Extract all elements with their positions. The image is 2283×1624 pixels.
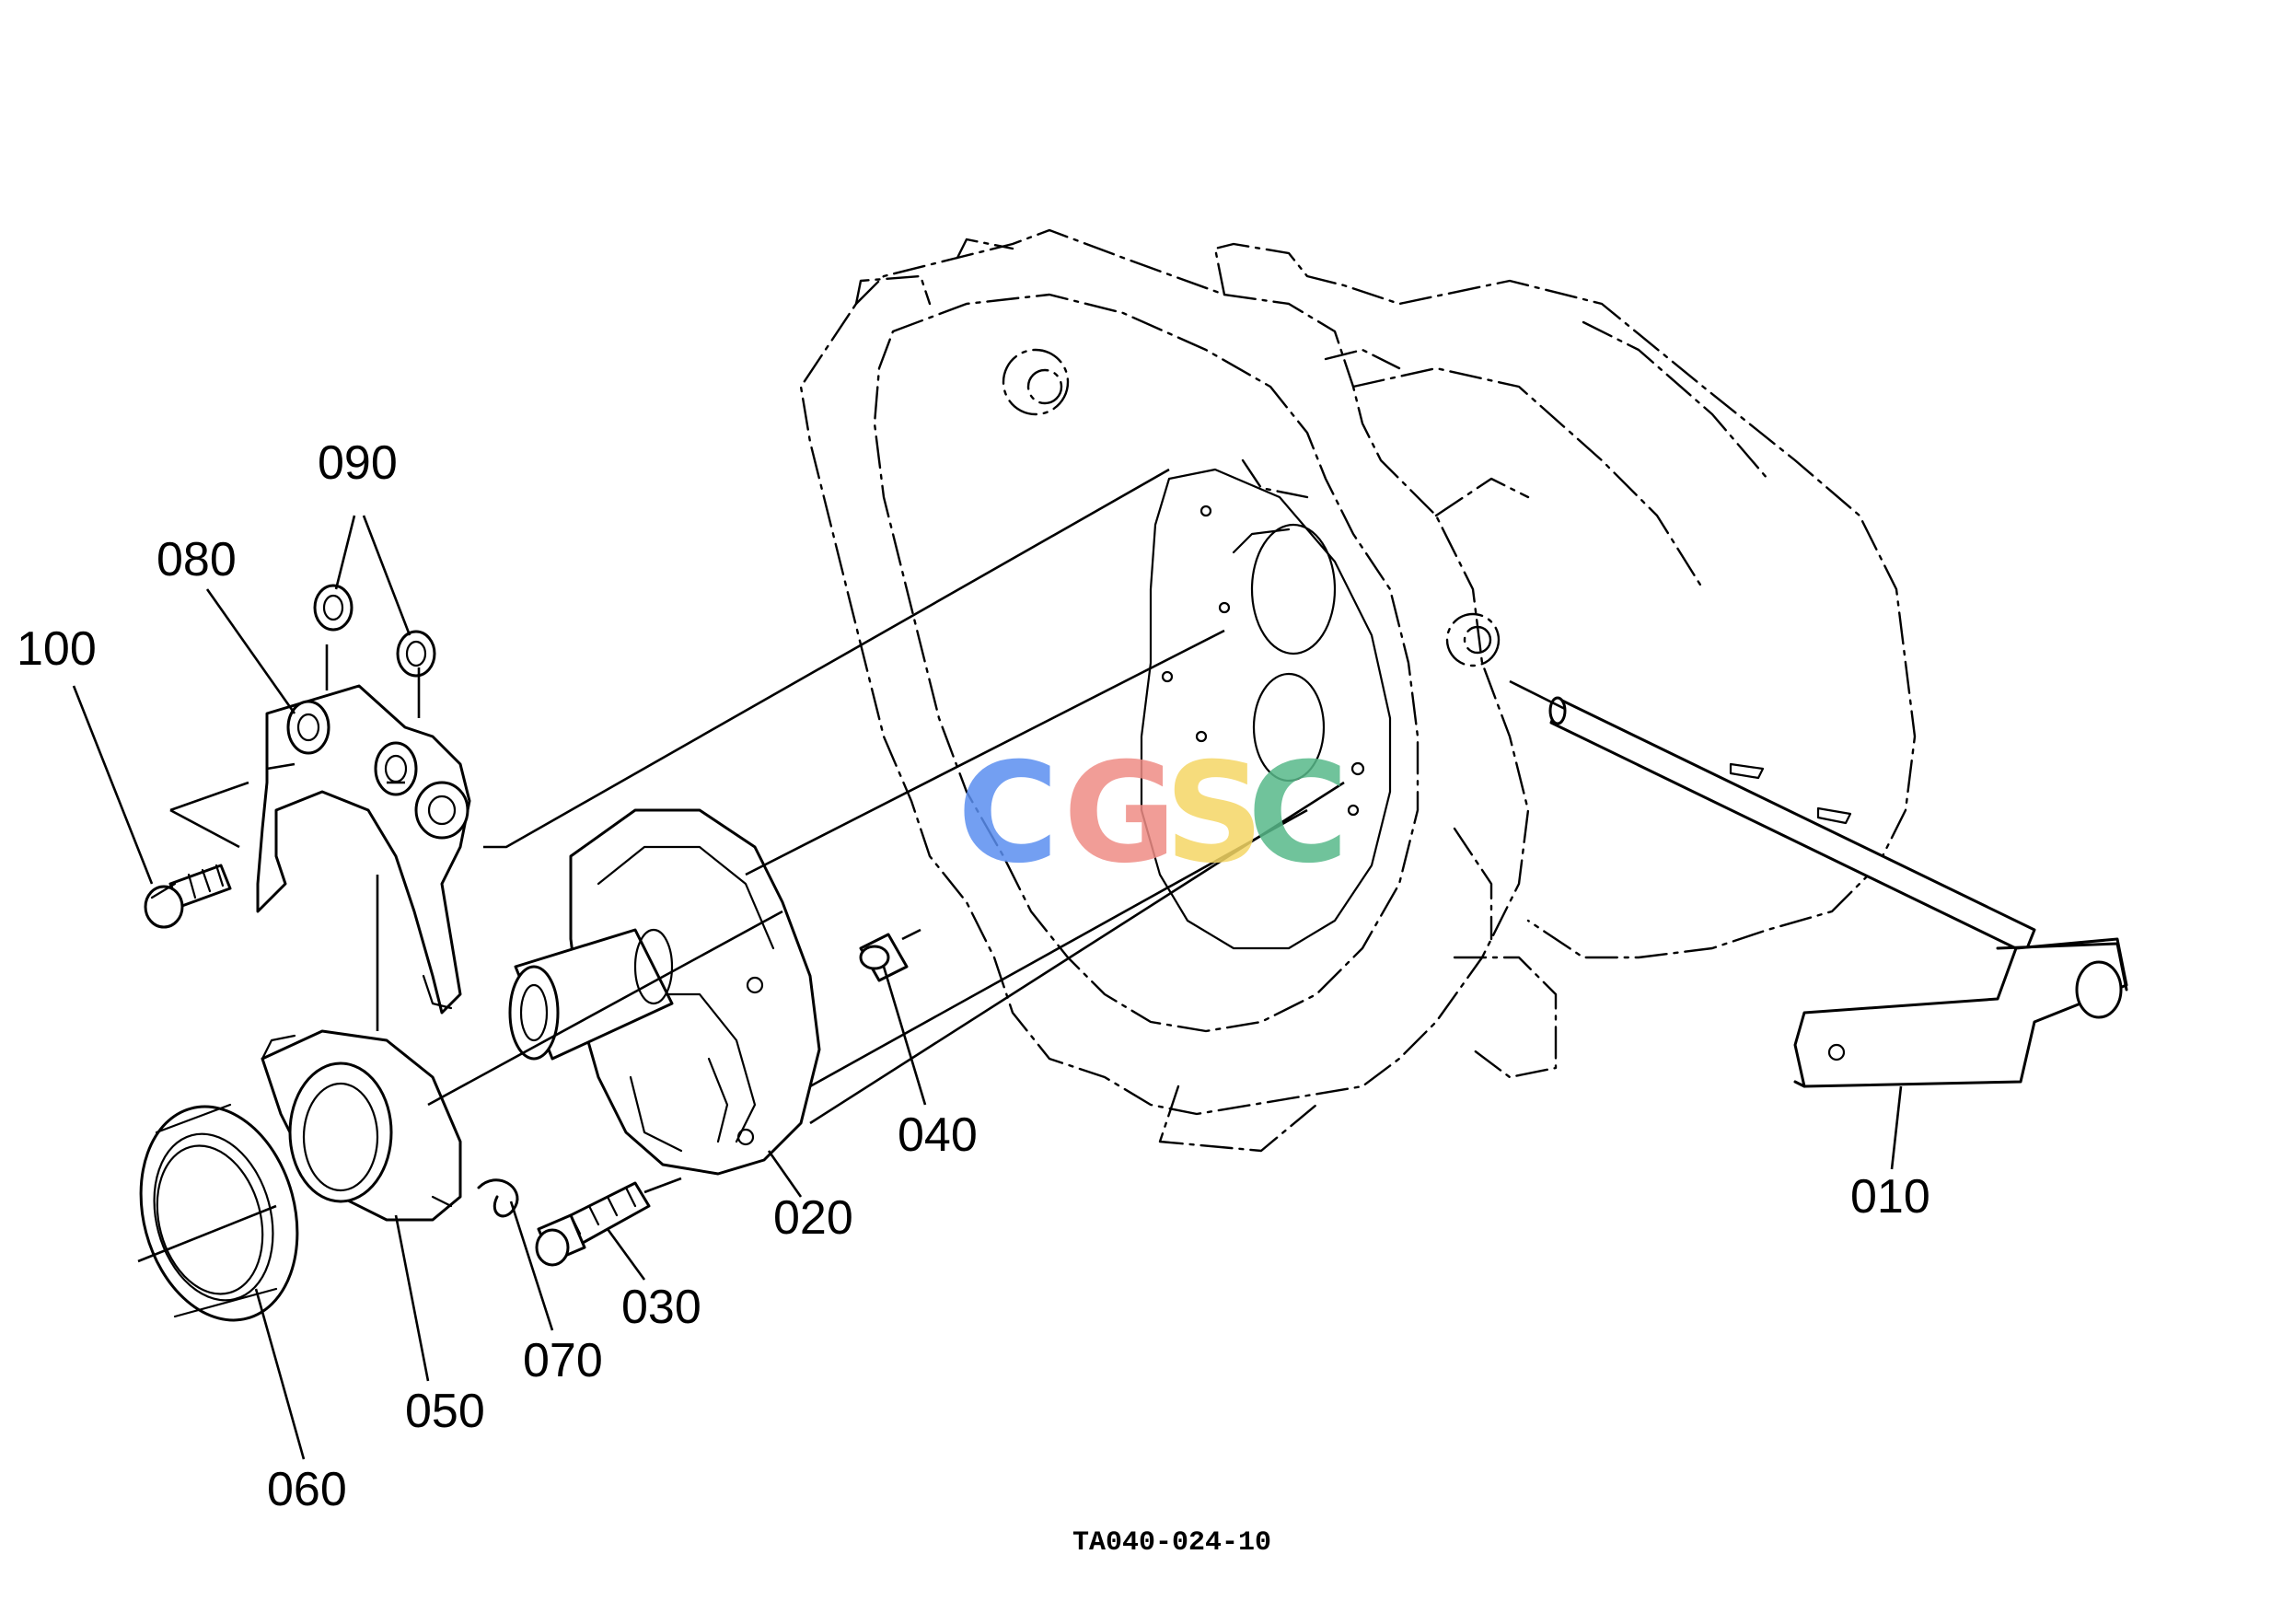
- housing-inner-face: [1140, 468, 1392, 950]
- drawing-code: TA040-024-10: [1072, 1527, 1271, 1559]
- part-090-washers: [313, 584, 436, 678]
- callout-leaders: [72, 515, 1903, 1460]
- watermark-letter-2: G: [1063, 734, 1176, 894]
- part-020-bearing-holder: [508, 808, 821, 1176]
- callout-060: 060: [267, 1463, 347, 1516]
- part-080-release-fork: [256, 684, 471, 1015]
- callout-040: 040: [898, 1108, 978, 1162]
- clutch-housing: [799, 228, 1917, 1153]
- part-030-bolt: [535, 1181, 651, 1267]
- part-010-release-shaft: [1548, 696, 2128, 1088]
- part-100-bolt: [144, 864, 232, 929]
- watermark-letter-1: C: [957, 734, 1059, 894]
- watermark-letter-4: C: [1247, 734, 1349, 894]
- callout-090: 090: [318, 436, 398, 490]
- assembly-lines: [137, 468, 1566, 1263]
- watermark-letter-3: S: [1165, 734, 1264, 894]
- callout-070: 070: [523, 1334, 603, 1387]
- part-050-release-bearing: [261, 1029, 462, 1222]
- part-060-oil-seal: [139, 1103, 299, 1322]
- callout-010: 010: [1850, 1170, 1930, 1224]
- callout-080: 080: [156, 533, 237, 586]
- callout-050: 050: [405, 1385, 485, 1438]
- callout-030: 030: [621, 1281, 701, 1334]
- cgsc-watermark: C G S C: [957, 734, 1349, 894]
- part-040-pin: [859, 933, 909, 982]
- part-070-clip: [477, 1178, 519, 1218]
- callout-100: 100: [17, 622, 97, 676]
- callout-labels: 010 020 030 040 050 060 070 080 090 100: [17, 436, 1930, 1516]
- callout-020: 020: [773, 1191, 853, 1245]
